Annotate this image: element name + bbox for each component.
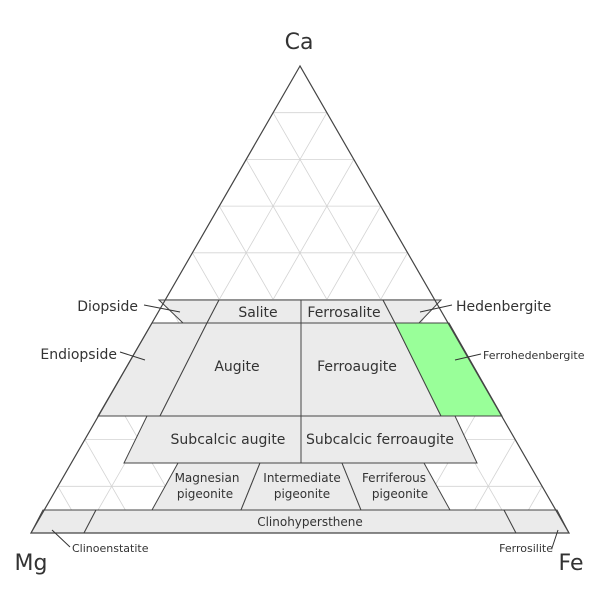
diopside-label: Diopside (77, 299, 138, 315)
subcalcic-ferroaugite-label: Subcalcic ferroaugite (306, 432, 454, 448)
vertex-label-ca: Ca (285, 30, 314, 55)
hedenbergite-label: Hedenbergite (456, 299, 551, 315)
ferrohedenbergite-label: Ferrohedenbergite (483, 349, 585, 362)
augite-label: Augite (214, 359, 259, 375)
intermediate-pigeonite-label-line2: pigeonite (274, 487, 330, 501)
ferrosalite-label: Ferrosalite (307, 305, 380, 321)
intermediate-pigeonite-label-line1: Intermediate (263, 471, 340, 485)
triangle-outline (29, 64, 571, 534)
magnesian-pigeonite-label-line2: pigeonite (177, 487, 233, 501)
clinoenstatite-leader (51, 529, 71, 548)
ferrohedenbergite-leader (454, 353, 482, 361)
ferroaugite-label: Ferroaugite (317, 359, 397, 375)
clinohypersthene-label: Clinohypersthene (257, 515, 363, 529)
hedenbergite-leader (419, 304, 453, 313)
endiopside-leader (119, 351, 146, 361)
clinoenstatite-label: Clinoenstatite (72, 542, 149, 555)
ferrosilite-label: Ferrosilite (499, 542, 553, 555)
ferrosilite-leader (551, 529, 559, 549)
magnesian-pigeonite-label-line1: Magnesian (175, 471, 240, 485)
diopside-leader (143, 304, 181, 313)
ferriferous-pigeonite-label-line2: pigeonite (372, 487, 428, 501)
ferrosilite-field (503, 509, 570, 534)
leader-lines (51, 304, 559, 549)
ferriferous-pigeonite-label-line1: Ferriferous (362, 471, 426, 485)
salite-label: Salite (238, 305, 277, 321)
vertex-label-mg: Mg (15, 551, 48, 576)
subcalcic-ferroaugite-field (300, 415, 478, 464)
endiopside-label: Endiopside (40, 347, 117, 363)
vertex-label-fe: Fe (559, 551, 584, 576)
subcalcic-augite-label: Subcalcic augite (171, 432, 286, 448)
field-polygons (30, 299, 570, 534)
